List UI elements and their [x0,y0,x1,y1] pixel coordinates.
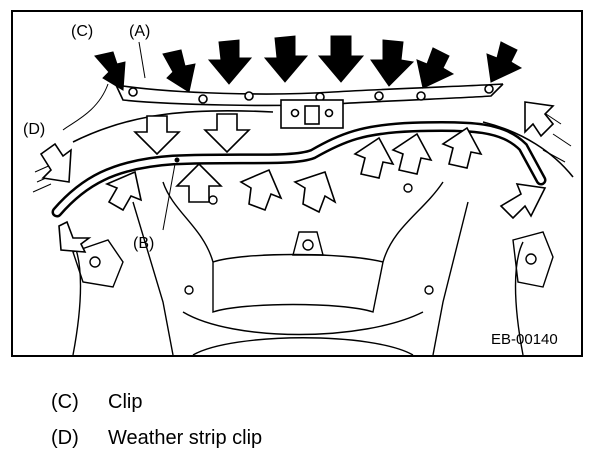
clip [374,91,384,101]
arrow-down-solid [370,39,415,87]
clip [198,94,208,104]
callout-d: (D) [23,121,45,138]
arrow-up-hollow [239,168,283,212]
arrow-down-solid [416,47,455,89]
arrow-down-hollow [203,113,251,154]
legend-item-d: (D) Weather strip clip [51,426,262,450]
figure-id: EB-00140 [491,331,558,348]
weather-strip [51,120,547,218]
arrow-up-hollow [175,162,223,203]
arrow-down-solid [263,35,309,83]
clip-row [128,84,494,104]
arrow-down-solid [486,41,523,83]
arrow-up-hollow [353,136,395,179]
center-bracket [280,99,344,129]
callout-c: (C) [71,23,93,40]
legend-text: Clip [108,391,143,413]
callout-b: (B) [133,235,154,252]
arrow-down-solid [162,49,196,93]
arrow-down-hollow [133,115,181,156]
clip [416,91,426,101]
legend-code: (D) [51,427,79,449]
diagram-drawing: (C) (A) (D) (B) EB-00140 [23,23,574,355]
arrow-up-hollow [293,170,337,214]
arrow-diag-hollow [499,183,547,220]
clip [484,84,494,94]
press-arrows-solid [94,35,523,93]
legend-text: Weather strip clip [108,427,263,449]
arrow-up-hollow [391,132,433,175]
press-arrows-hollow [39,101,555,253]
legend-code: (C) [51,391,79,413]
leader-lines [62,41,176,231]
arrow-diag-hollow [524,101,555,138]
arrow-up-hollow [441,126,483,169]
installation-diagram: (C) (A) (D) (B) EB-00140 [11,10,583,357]
arrow-down-solid [94,51,126,91]
callout-a: (A) [129,23,150,40]
arrow-down-solid [207,39,253,85]
body-structure [72,181,554,355]
upper-panel-outline [72,83,574,178]
arrow-down-solid [317,35,365,83]
clip [244,91,254,101]
arrow-up-hollow [104,170,143,212]
arrow-diag-hollow [39,142,72,183]
legend-item-c: (C) Clip [51,390,142,414]
arrow-diag-hollow [58,220,92,253]
clip [128,87,138,97]
